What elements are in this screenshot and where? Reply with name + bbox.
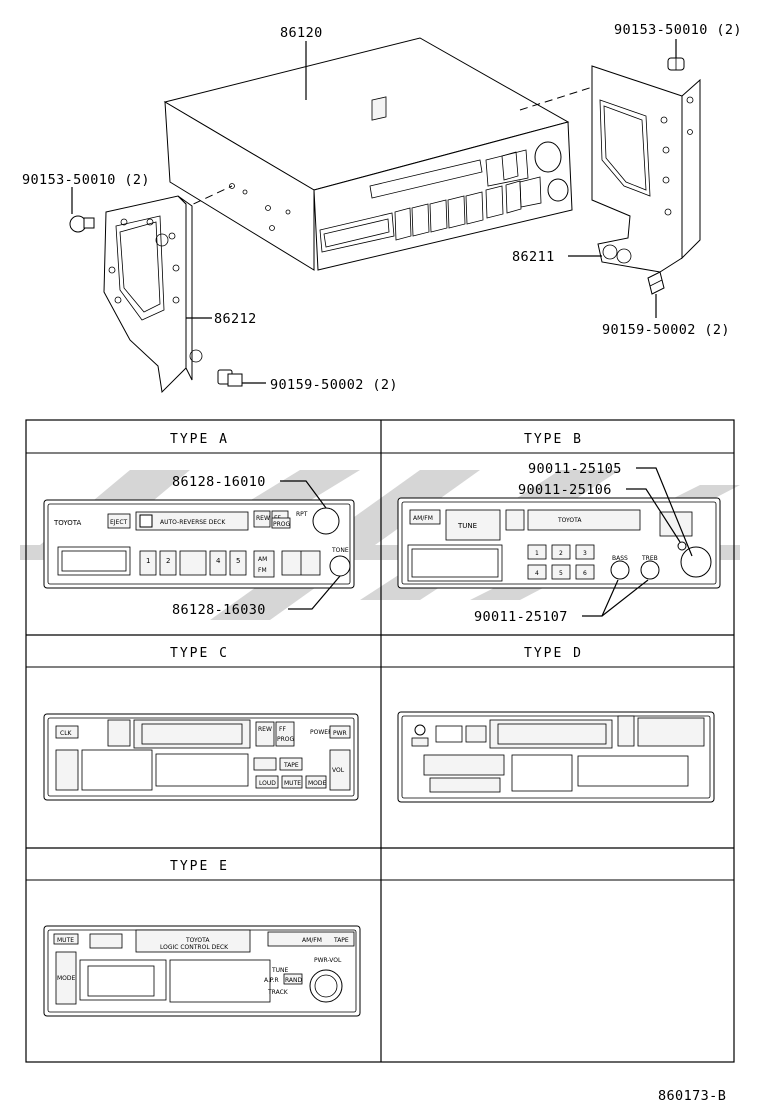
type-c-ff: FF (279, 726, 286, 733)
type-a-tone: TONE (331, 547, 349, 554)
type-b-knob3-label: 90011-25107 (474, 609, 568, 625)
type-d-header: TYPE D (524, 646, 583, 661)
type-c-tape: TAPE (283, 762, 299, 769)
type-b-knob1-label: 90011-25105 (528, 461, 622, 477)
type-e-mute: MUTE (57, 937, 74, 944)
type-e-apr: A.P.R (264, 977, 279, 984)
type-c-prog: PROG (277, 736, 295, 743)
type-e-mode: MODE (57, 975, 76, 982)
type-b-panel: AM/FM TUNE TOYOTA 1 2 3 4 5 6 BASS TREB (397, 467, 721, 617)
type-b-knob2-label: 90011-25106 (518, 482, 612, 498)
type-e-tune: TUNE (271, 967, 289, 974)
type-b-preset-6: 6 (583, 570, 587, 577)
type-c-panel: CLK REW FF PROG POWER PWR TAPE LOUD MUTE… (43, 713, 359, 801)
type-e-sub: LOGIC CONTROL DECK (160, 944, 229, 951)
bolt-right (647, 271, 665, 295)
type-a-header: TYPE A (170, 432, 229, 447)
type-c-mute: MUTE (284, 780, 301, 787)
type-e-brand: TOYOTA (185, 937, 210, 944)
type-a-knob-top-label: 86128-16010 (172, 474, 266, 490)
type-e-tape: TAPE (333, 937, 349, 944)
mounting-lines (169, 83, 603, 216)
label-bolt-right: 90159-50002 (2) (602, 322, 730, 338)
label-main-unit: 86120 (280, 25, 323, 41)
type-b-treb: TREB (641, 555, 658, 562)
type-a-knob-bottom-label: 86128-16030 (172, 602, 266, 618)
type-table (25, 419, 735, 1063)
type-a-preset-1: 1 (146, 557, 150, 565)
type-a-fm: FM (258, 567, 267, 574)
type-b-preset-3: 3 (583, 550, 587, 557)
bracket-left (69, 195, 203, 394)
label-bracket-left: 86212 (214, 311, 257, 327)
type-a-prog: PROG (273, 521, 291, 528)
type-b-preset-1: 1 (535, 550, 539, 557)
type-c-power: POWER (310, 729, 332, 736)
type-c-loud: LOUD (259, 780, 276, 787)
type-a-preset-4: 4 (216, 557, 221, 565)
label-screw-top-right: 90153-50010 (2) (614, 22, 742, 38)
type-e-amfm: AM/FM (302, 937, 322, 944)
type-c-header: TYPE C (170, 646, 229, 661)
type-e-header: TYPE E (170, 859, 229, 874)
type-c-vol: VOL (332, 767, 345, 774)
type-a-brand: TOYOTA (53, 519, 82, 527)
type-a-panel: TOYOTA EJECT AUTO-REVERSE DECK REW FF RP… (43, 480, 355, 610)
callout-leaders (71, 39, 677, 384)
type-a-rpt: RPT (296, 511, 308, 518)
bolt-left (217, 369, 243, 387)
type-b-preset-2: 2 (559, 550, 563, 557)
label-bracket-right: 86211 (512, 249, 555, 265)
type-e-rand: RAND (285, 977, 303, 984)
type-a-rew: REW (256, 515, 270, 522)
type-a-eject: EJECT (110, 519, 128, 526)
label-bolt-left: 90159-50002 (2) (270, 377, 398, 393)
type-e-panel: MUTE TOYOTA LOGIC CONTROL DECK AM/FM TAP… (43, 925, 361, 1017)
type-e-track: TRACK (267, 989, 289, 996)
type-a-am: AM (258, 556, 267, 563)
type-c-pwr: PWR (333, 730, 347, 737)
type-c-clk: CLK (60, 730, 73, 737)
type-a-preset-5: 5 (236, 557, 240, 565)
type-d-panel (397, 711, 715, 803)
type-b-header: TYPE B (524, 432, 583, 447)
type-b-preset-5: 5 (559, 570, 563, 577)
type-e-pwrvol: PWR-VOL (314, 957, 342, 964)
bracket-right (591, 57, 701, 273)
type-a-deck: AUTO-REVERSE DECK (160, 519, 226, 526)
label-screw-left: 90153-50010 (2) (22, 172, 150, 188)
type-b-tune: TUNE (457, 522, 477, 530)
diagram-code: 860173-B (658, 1088, 726, 1104)
type-c-rew: REW (258, 726, 272, 733)
type-b-amfm: AM/FM (413, 515, 433, 522)
head-unit (163, 37, 573, 271)
type-b-brand: TOYOTA (557, 517, 582, 524)
type-c-mode: MODE (308, 780, 327, 787)
type-a-preset-2: 2 (166, 557, 170, 565)
type-b-bass: BASS (612, 555, 628, 562)
type-b-preset-4: 4 (535, 570, 539, 577)
